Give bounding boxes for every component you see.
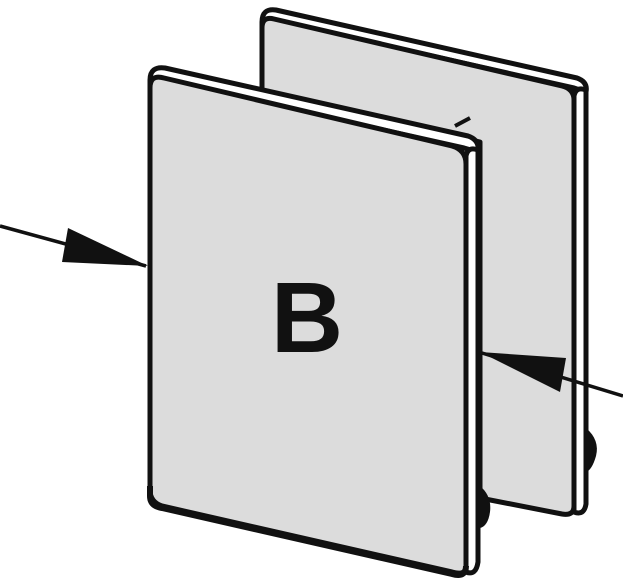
spacer-top-hint	[454, 116, 471, 128]
back-panel	[259, 7, 597, 517]
arrow-left-head	[62, 228, 148, 266]
back-panel-right-edge	[571, 86, 589, 516]
arrow-right-head	[480, 352, 566, 392]
front-panel: B	[147, 65, 481, 578]
front-panel-bottom-edge	[147, 486, 469, 578]
panel-label: B	[271, 262, 343, 374]
arrow-right	[480, 351, 623, 398]
arrow-left	[0, 224, 148, 268]
spacer-bottom-knob	[480, 486, 491, 528]
back-panel-mount-knob	[586, 428, 597, 472]
front-panel-right-edge	[463, 146, 481, 576]
spacer-connector	[454, 116, 491, 528]
